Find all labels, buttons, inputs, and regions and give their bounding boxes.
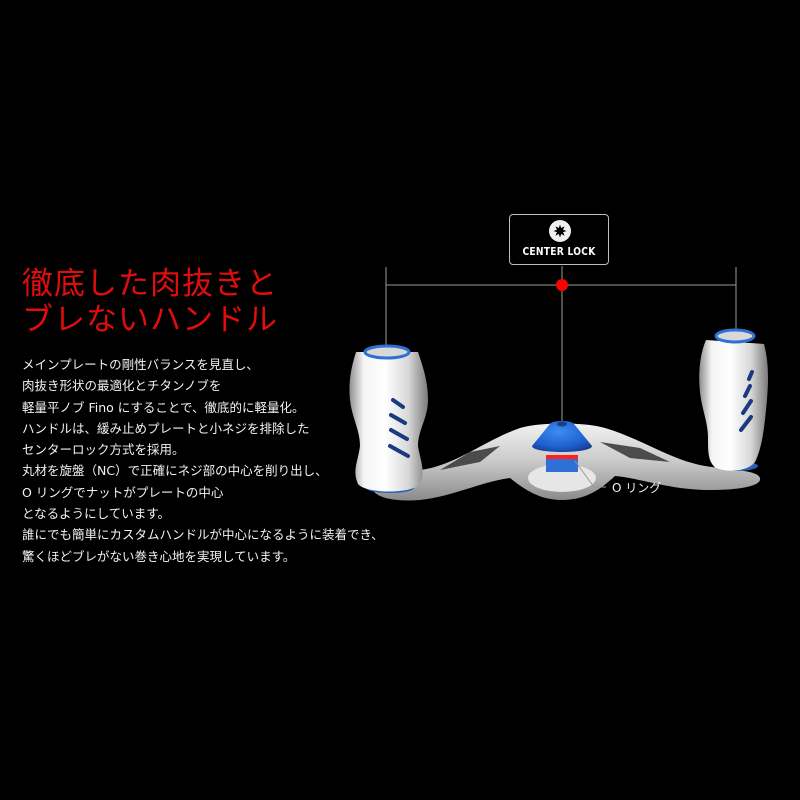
description-line: 誰にでも簡単にカスタムハンドルが中心になるように装着でき、 (22, 527, 384, 543)
left-knob (349, 344, 428, 493)
description-line: 驚くほどブレがない巻き心地を実現しています。 (22, 548, 296, 564)
description-line: 肉抜き形状の最適化とチタンノブを (22, 378, 222, 394)
description-line: 丸材を旋盤（NC）で正確にネジ部の中心を削り出し、 (22, 463, 328, 479)
description-line: O リングでナットがプレートの中心 (22, 484, 224, 500)
center-lock-label: CENTER LOCK (522, 245, 596, 258)
center-marker-dot (556, 279, 568, 291)
description: メインプレートの剛性バランスを見直し、 肉抜き形状の最適化とチタンノブを 軽量平… (22, 354, 384, 567)
oring-label: O リング (612, 481, 662, 495)
center-lock-callout: CENTER LOCK (509, 214, 609, 265)
headline-line-1: 徹底した肉抜きと (22, 266, 278, 302)
description-line: メインプレートの剛性バランスを見直し、 (22, 357, 259, 372)
o-ring (546, 455, 578, 459)
description-line: センターロック方式を採用。 (22, 442, 185, 458)
center-lock-nut (532, 421, 592, 472)
gear-star-icon (549, 220, 571, 242)
right-knob (699, 328, 768, 471)
description-line: となるようにしています。 (22, 506, 171, 522)
headline-line-2: ブレないハンドル (22, 302, 278, 338)
headline: 徹底した肉抜きと ブレないハンドル (22, 266, 278, 338)
oring-leader-line (574, 460, 606, 488)
description-line: 軽量平ノブ Fino にすることで、徹底的に軽量化。 (22, 399, 305, 415)
description-line: ハンドルは、緩み止めプレートと小ネジを排除した (22, 420, 310, 436)
